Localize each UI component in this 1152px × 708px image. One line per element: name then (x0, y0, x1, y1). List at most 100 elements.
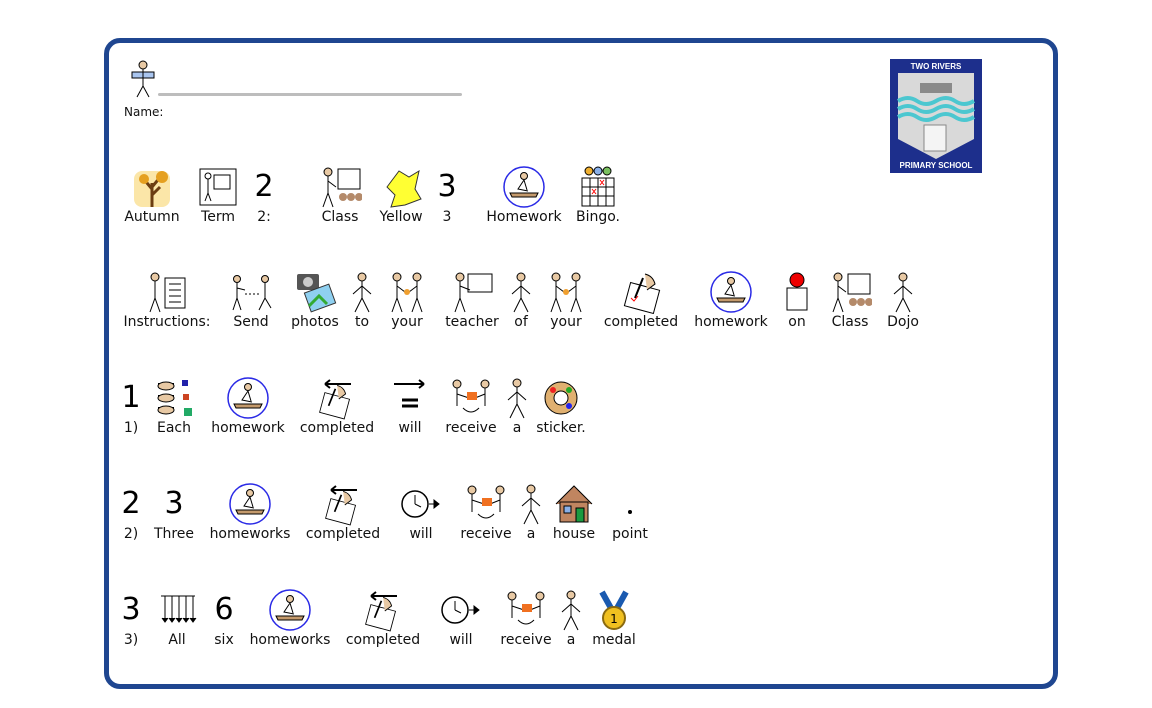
homework-icon (269, 589, 311, 631)
will-icon (394, 379, 425, 408)
word-label: house (552, 526, 596, 542)
symbol-word-term: Term (173, 165, 263, 235)
sticker-icon (544, 381, 578, 415)
word-label: Term (201, 209, 235, 225)
word-label: will (398, 420, 422, 436)
word-label: will (409, 526, 433, 542)
word-label: your (550, 314, 582, 330)
house-icon (555, 485, 593, 523)
word-label: Each (157, 420, 191, 436)
symbol-word-dojo: Dojo (858, 270, 948, 340)
word-label: sticker. (536, 420, 586, 436)
clock-icon (401, 490, 440, 518)
each-icon (157, 380, 192, 416)
symbol-word-instructions: Instructions: (122, 270, 212, 340)
number-symbol: 2 (121, 486, 141, 521)
word-label: to (354, 314, 370, 330)
symbol-word-to: to (317, 270, 407, 340)
word-label: 2) (123, 526, 139, 542)
symbol-word-send: Send (206, 270, 296, 340)
receive-icon (467, 485, 505, 519)
word-label: Send (233, 314, 269, 330)
symbol-word-of: of (476, 270, 566, 340)
all-icon (161, 595, 197, 623)
symbol-word-homework: homework (686, 270, 776, 340)
word-label: Dojo (887, 314, 919, 330)
symbol-word-completed: completed (596, 270, 686, 340)
name-person-icon (131, 60, 155, 98)
receive-icon (452, 379, 490, 413)
symbol-word-sticker: sticker. (516, 376, 606, 446)
symbol-word-a: a (526, 588, 616, 658)
list-icon (149, 272, 186, 313)
symbol-word-all: All (132, 588, 222, 658)
photo-icon (297, 274, 337, 313)
symbol-word-a: a (472, 376, 562, 446)
completed-icon (325, 485, 357, 526)
symbol-word-completed: completed (292, 376, 382, 446)
medal-icon: 1 (599, 590, 629, 630)
number-symbol: 1 (121, 380, 141, 415)
symbol-word-will: will (376, 482, 466, 552)
name-input-line[interactable] (158, 93, 462, 96)
none-icon (561, 590, 581, 631)
symbol-word-each: Each (129, 376, 219, 446)
number-symbol: 6 (214, 592, 234, 627)
receive-icon (507, 591, 545, 625)
number-symbol: 2 (254, 169, 274, 204)
write-icon (623, 273, 661, 314)
symbol-word-a: a (486, 482, 576, 552)
word-label: 1) (123, 420, 139, 436)
on-icon (786, 272, 808, 311)
symbol-word-homeworks: homeworks (245, 588, 335, 658)
logo-bottom-text: PRIMARY SCHOOL (899, 161, 973, 170)
symbol-word-receive: receive (426, 376, 516, 446)
word-label: homeworks (249, 632, 331, 648)
word-label: medal (592, 632, 636, 648)
teacher-icon (454, 272, 493, 313)
symbol-word-will: will (365, 376, 455, 446)
symbol-word-medal: 1 medal (569, 588, 659, 658)
symbol-word-house: house (529, 482, 619, 552)
dot-icon (628, 510, 632, 514)
word-label: homeworks (209, 526, 291, 542)
word-label: teacher (445, 314, 499, 330)
word-label: receive (460, 526, 512, 542)
completed-icon (319, 379, 351, 420)
bingo-icon (581, 166, 615, 207)
logo-top-text: TWO RIVERS (910, 62, 962, 71)
symbol-word-class: Class (295, 165, 385, 235)
word-label: All (168, 632, 186, 648)
number-symbol: 3 (121, 592, 141, 627)
word-label: on (788, 314, 806, 330)
none-icon (511, 272, 531, 313)
none-icon (893, 272, 913, 313)
symbol-word-completed: completed (338, 588, 428, 658)
word-label: Class (831, 314, 869, 330)
word-label: a (566, 632, 576, 648)
number-symbol: 3 (164, 486, 184, 521)
symbol-word-homework: homework (203, 376, 293, 446)
symbol-word-receive: receive (441, 482, 531, 552)
none-icon (521, 484, 541, 525)
symbol-word-bingo: Bingo. (553, 165, 643, 235)
word-label: completed (305, 526, 381, 542)
number-symbol: 3 (437, 169, 457, 204)
school-logo: TWO RIVERS PRIMARY SCHOOL (890, 59, 982, 173)
symbol-word-your: your (521, 270, 611, 340)
name-label: Name: (124, 105, 164, 119)
symbol-word-homework: Homework (479, 165, 569, 235)
word-label: Yellow (379, 209, 423, 225)
word-label: Three (153, 526, 195, 542)
word-label: a (512, 420, 522, 436)
word-label: Instructions: (123, 314, 211, 330)
word-label: point (612, 526, 648, 542)
symbol-word-homeworks: homeworks (205, 482, 295, 552)
tree-icon (134, 171, 170, 207)
class-icon (832, 272, 872, 313)
homework-icon (503, 166, 545, 208)
